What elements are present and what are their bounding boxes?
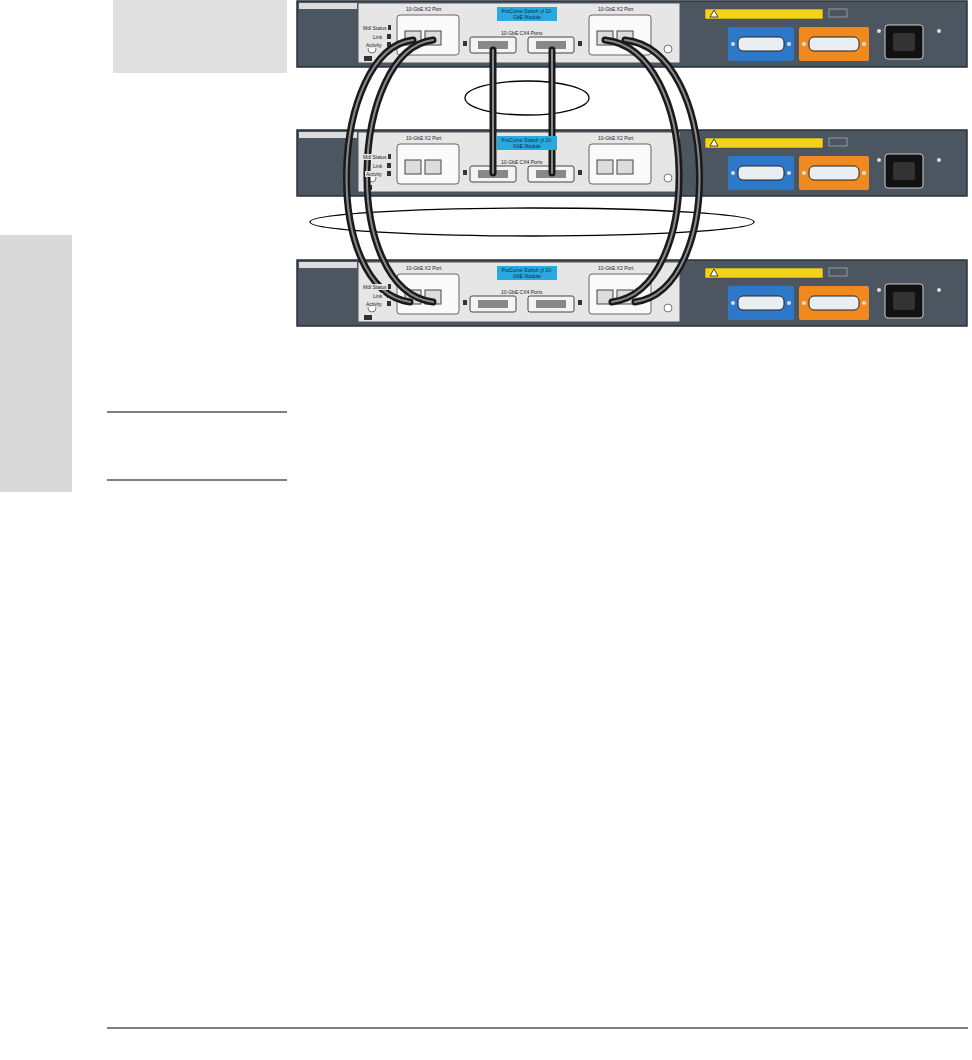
module-label: ProCurve Switch yl 10-GbE Module <box>497 266 557 280</box>
trunk-ellipse <box>465 81 589 115</box>
led-label: Mdl Status <box>362 284 388 290</box>
port-label: 10-GbE CX4 Ports <box>500 30 543 36</box>
port-label: 10-GbE X2 Port <box>597 265 634 271</box>
port-label: 10-GbE CX4 Ports <box>500 159 543 165</box>
led-label: Mdl Status <box>362 25 388 31</box>
port-label: 10-GbE CX4 Ports <box>500 289 543 295</box>
port-label: 10-GbE X2 Port <box>405 265 442 271</box>
port-label: 10-GbE X2 Port <box>405 6 442 12</box>
led-label: Activity <box>365 171 383 177</box>
port-label: 10-GbE X2 Port <box>597 135 634 141</box>
led-label: Link <box>372 293 383 299</box>
port-label: 10-GbE X2 Port <box>405 135 442 141</box>
side-tab <box>0 235 72 492</box>
led-label: Link <box>372 163 383 169</box>
switch-panel <box>297 130 967 196</box>
led-label: Activity <box>365 301 383 307</box>
module-label: ProCurve Switch yl 10-GbE Module <box>497 7 557 21</box>
led-label: Mdl Status <box>362 154 388 160</box>
blank-panel <box>113 0 287 73</box>
module-label: ProCurve Switch yl 10-GbE Module <box>497 136 557 150</box>
cables <box>347 40 700 302</box>
led-label: Activity <box>365 42 383 48</box>
led-label: Link <box>372 34 383 40</box>
port-label: 10-GbE X2 Port <box>597 6 634 12</box>
